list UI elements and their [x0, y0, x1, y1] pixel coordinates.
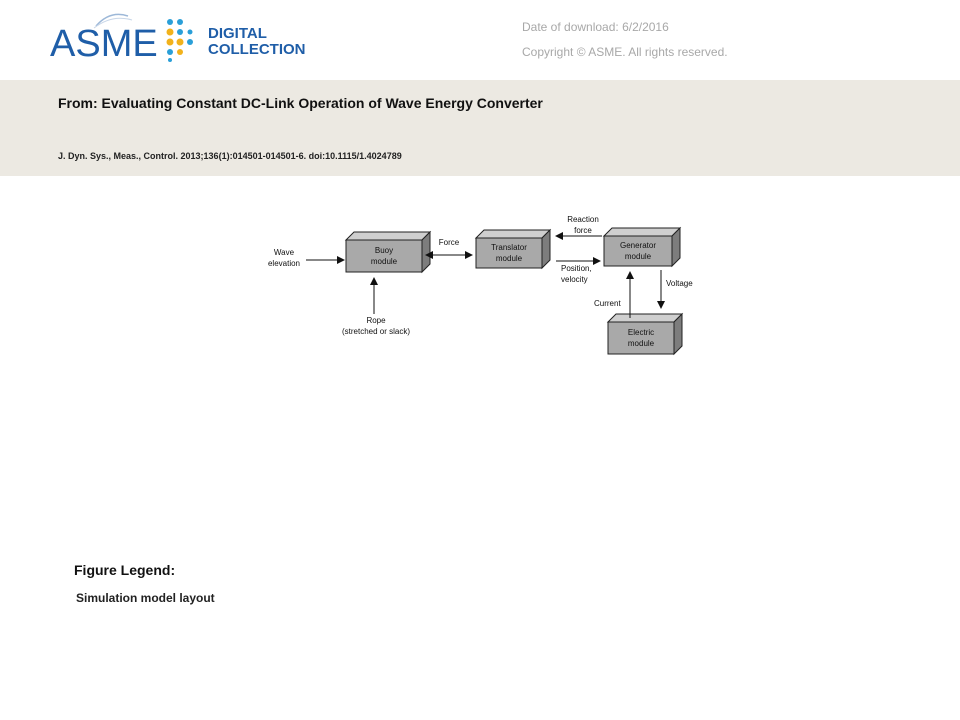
page-header: ASME DIGITAL COLLECTION Date of download…: [0, 0, 960, 80]
download-date: Date of download: 6/2/2016: [522, 20, 669, 34]
logo-dots-icon: [166, 19, 193, 62]
reaction-label-2: force: [574, 226, 592, 235]
electric-label-1: Electric: [628, 328, 654, 337]
translator-module-box: Translator module: [474, 228, 552, 270]
buoy-label-1: Buoy: [375, 246, 393, 255]
current-label: Current: [594, 299, 621, 308]
logo-digital-text: DIGITAL: [208, 25, 267, 42]
generator-module-box: Generator module: [602, 226, 682, 268]
voltage-label: Voltage: [666, 279, 693, 288]
wave-label-2: elevation: [268, 259, 300, 268]
rope-label-1: Rope: [366, 316, 386, 325]
buoy-module-box: Buoy module: [344, 230, 432, 274]
logo-collection-text: COLLECTION: [208, 41, 306, 58]
translator-label-2: module: [496, 254, 523, 263]
article-info-band: [0, 80, 960, 176]
article-citation: J. Dyn. Sys., Meas., Control. 2013;136(1…: [58, 151, 402, 161]
position-label-2: velocity: [561, 275, 588, 284]
position-label-1: Position,: [561, 264, 592, 273]
generator-label-2: module: [625, 252, 652, 261]
buoy-label-2: module: [371, 257, 398, 266]
figure-legend-text: Simulation model layout: [76, 591, 215, 605]
asme-digital-collection-logo: ASME DIGITAL COLLECTION: [50, 13, 306, 65]
force-label: Force: [439, 238, 460, 247]
article-title: From: Evaluating Constant DC-Link Operat…: [58, 95, 543, 111]
electric-module-box: Electric module: [606, 312, 684, 356]
reaction-label-1: Reaction: [567, 215, 599, 224]
figure-legend-heading: Figure Legend:: [74, 562, 176, 578]
rope-label-2: (stretched or slack): [342, 327, 410, 336]
electric-label-2: module: [628, 339, 655, 348]
simulation-model-diagram: Buoy module Translator module Generator …: [268, 215, 693, 356]
translator-label-1: Translator: [491, 243, 527, 252]
generator-label-1: Generator: [620, 241, 656, 250]
copyright-notice: Copyright © ASME. All rights reserved.: [522, 45, 728, 59]
logo-asme-text: ASME: [50, 23, 158, 65]
wave-label-1: Wave: [274, 248, 295, 257]
